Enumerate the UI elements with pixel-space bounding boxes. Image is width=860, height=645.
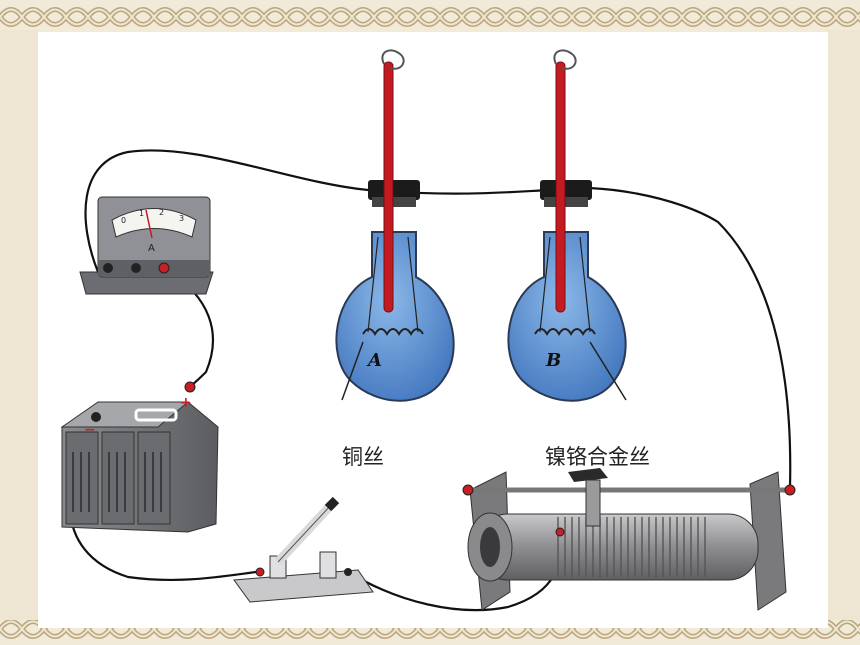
- flask-b: B: [507, 49, 627, 402]
- rheostat: [462, 468, 796, 611]
- copper-wire-label: 铜丝: [342, 445, 384, 469]
- thermometer-a: [383, 61, 394, 313]
- ammeter-scale-3: 3: [179, 214, 184, 223]
- ammeter-dial: [111, 208, 197, 238]
- rheostat-slider: [568, 468, 608, 482]
- ammeter-scale-1: 1: [139, 209, 144, 218]
- rheostat-coil: [557, 517, 706, 577]
- rheostat-terminal: [462, 484, 474, 496]
- diagram-canvas: 0 1 2 3 A + −: [38, 32, 828, 628]
- ammeter-scale-2: 2: [159, 208, 164, 217]
- copper-pointer: [341, 341, 364, 401]
- resistance-wire-a: [362, 328, 424, 336]
- ammeter-terminal: [103, 263, 113, 273]
- flask-a-letter: A: [366, 350, 382, 371]
- flask-b-letter: B: [545, 350, 561, 371]
- rheostat-terminal: [555, 527, 565, 537]
- nichrome-wire-label: 镍铬合金丝: [545, 445, 650, 469]
- battery-terminal-positive: [184, 381, 196, 393]
- wire-ammeter-to-flasks: [84, 149, 369, 273]
- ammeter-scale-0: 0: [121, 216, 126, 225]
- switch-terminal: [344, 568, 352, 576]
- ammeter-letter: A: [148, 243, 155, 254]
- knife-switch: [233, 496, 374, 603]
- resistance-wire-b: [534, 328, 596, 336]
- battery-terminal-negative: [91, 412, 101, 422]
- nichrome-pointer: [589, 341, 627, 401]
- ammeter-terminal-red: [158, 262, 170, 274]
- ammeter: 0 1 2 3 A: [79, 196, 214, 295]
- experiment-diagram: 0 1 2 3 A + −: [60, 49, 796, 612]
- battery: + −: [60, 380, 219, 533]
- switch-terminal: [255, 567, 265, 577]
- battery-negative-sign: −: [84, 422, 96, 438]
- ammeter-needle: [145, 209, 153, 239]
- flask-a: A: [335, 49, 455, 402]
- battery-positive-sign: +: [180, 395, 192, 411]
- ammeter-terminal: [131, 263, 141, 273]
- ammeter-scale: 0 1 2 3: [121, 208, 184, 225]
- wire-flasks-to-rheostat: [549, 186, 792, 488]
- thermometer-b: [555, 61, 566, 313]
- rheostat-terminal: [784, 484, 796, 496]
